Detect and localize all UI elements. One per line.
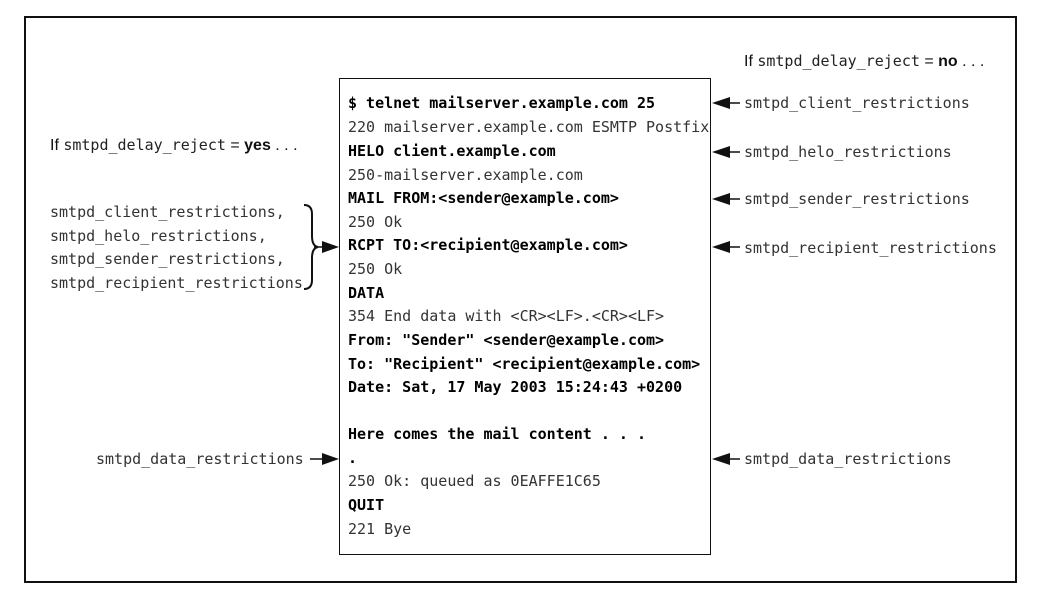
session-line: MAIL FROM:<sender@example.com>: [348, 189, 619, 207]
param-value: yes: [244, 137, 271, 154]
session-line: 250 Ok: queued as 0EAFFE1C65: [348, 472, 601, 490]
arrow-data-restrictions-left: [310, 453, 339, 465]
session-line: 250 Ok: [348, 213, 403, 231]
right-label-client-restrictions: smtpd_client_restrictions: [744, 94, 970, 112]
right-label-helo-restrictions: smtpd_helo_restrictions: [744, 143, 952, 161]
condition-delay-reject-no: If smtpd_delay_reject = no . . .: [744, 52, 985, 70]
session-line: RCPT TO:<recipient@example.com>: [348, 236, 628, 254]
session-line: Date: Sat, 17 May 2003 15:24:43 +0200: [348, 378, 683, 396]
arrow-recipient-restrictions: [712, 241, 740, 253]
param-value: no: [938, 53, 958, 70]
right-label-recipient-restrictions: smtpd_recipient_restrictions: [744, 239, 997, 257]
left-label-data-restrictions: smtpd_data_restrictions: [96, 450, 304, 468]
session-line: 220 mailserver.example.com ESMTP Postfix: [348, 118, 710, 136]
right-label-data-restrictions: smtpd_data_restrictions: [744, 450, 952, 468]
session-line: 221 Bye: [348, 520, 412, 538]
session-line: 250-mailserver.example.com: [348, 166, 583, 184]
left-group-label: smtpd_recipient_restrictions: [50, 274, 303, 292]
smtp-session-box: [339, 78, 711, 555]
session-line: .: [348, 449, 358, 467]
session-line: 354 End data with <CR><LF>.<CR><LF>: [348, 307, 665, 325]
session-line: 250 Ok: [348, 260, 403, 278]
grouping-brace: [303, 204, 319, 290]
right-label-sender-restrictions: smtpd_sender_restrictions: [744, 190, 970, 208]
session-line: QUIT: [348, 496, 385, 514]
left-group-label: smtpd_sender_restrictions,: [50, 250, 285, 268]
param-name: smtpd_delay_reject: [757, 52, 920, 70]
left-group-label: smtpd_helo_restrictions,: [50, 227, 267, 245]
arrow-helo-restrictions: [712, 146, 740, 158]
param-name: smtpd_delay_reject: [63, 136, 226, 154]
arrow-data-restrictions-right: [712, 453, 740, 465]
arrow-client-restrictions: [712, 97, 740, 109]
left-group-label: smtpd_client_restrictions,: [50, 203, 285, 221]
session-line: To: "Recipient" <recipient@example.com>: [348, 355, 701, 373]
session-line: $ telnet mailserver.example.com 25: [348, 94, 656, 112]
session-line: From: "Sender" <sender@example.com>: [348, 331, 665, 349]
session-line: DATA: [348, 284, 385, 302]
session-line: HELO client.example.com: [348, 142, 556, 160]
arrow-sender-restrictions: [712, 193, 740, 205]
session-line: Here comes the mail content . . .: [348, 425, 647, 443]
condition-delay-reject-yes: If smtpd_delay_reject = yes . . .: [50, 136, 298, 154]
